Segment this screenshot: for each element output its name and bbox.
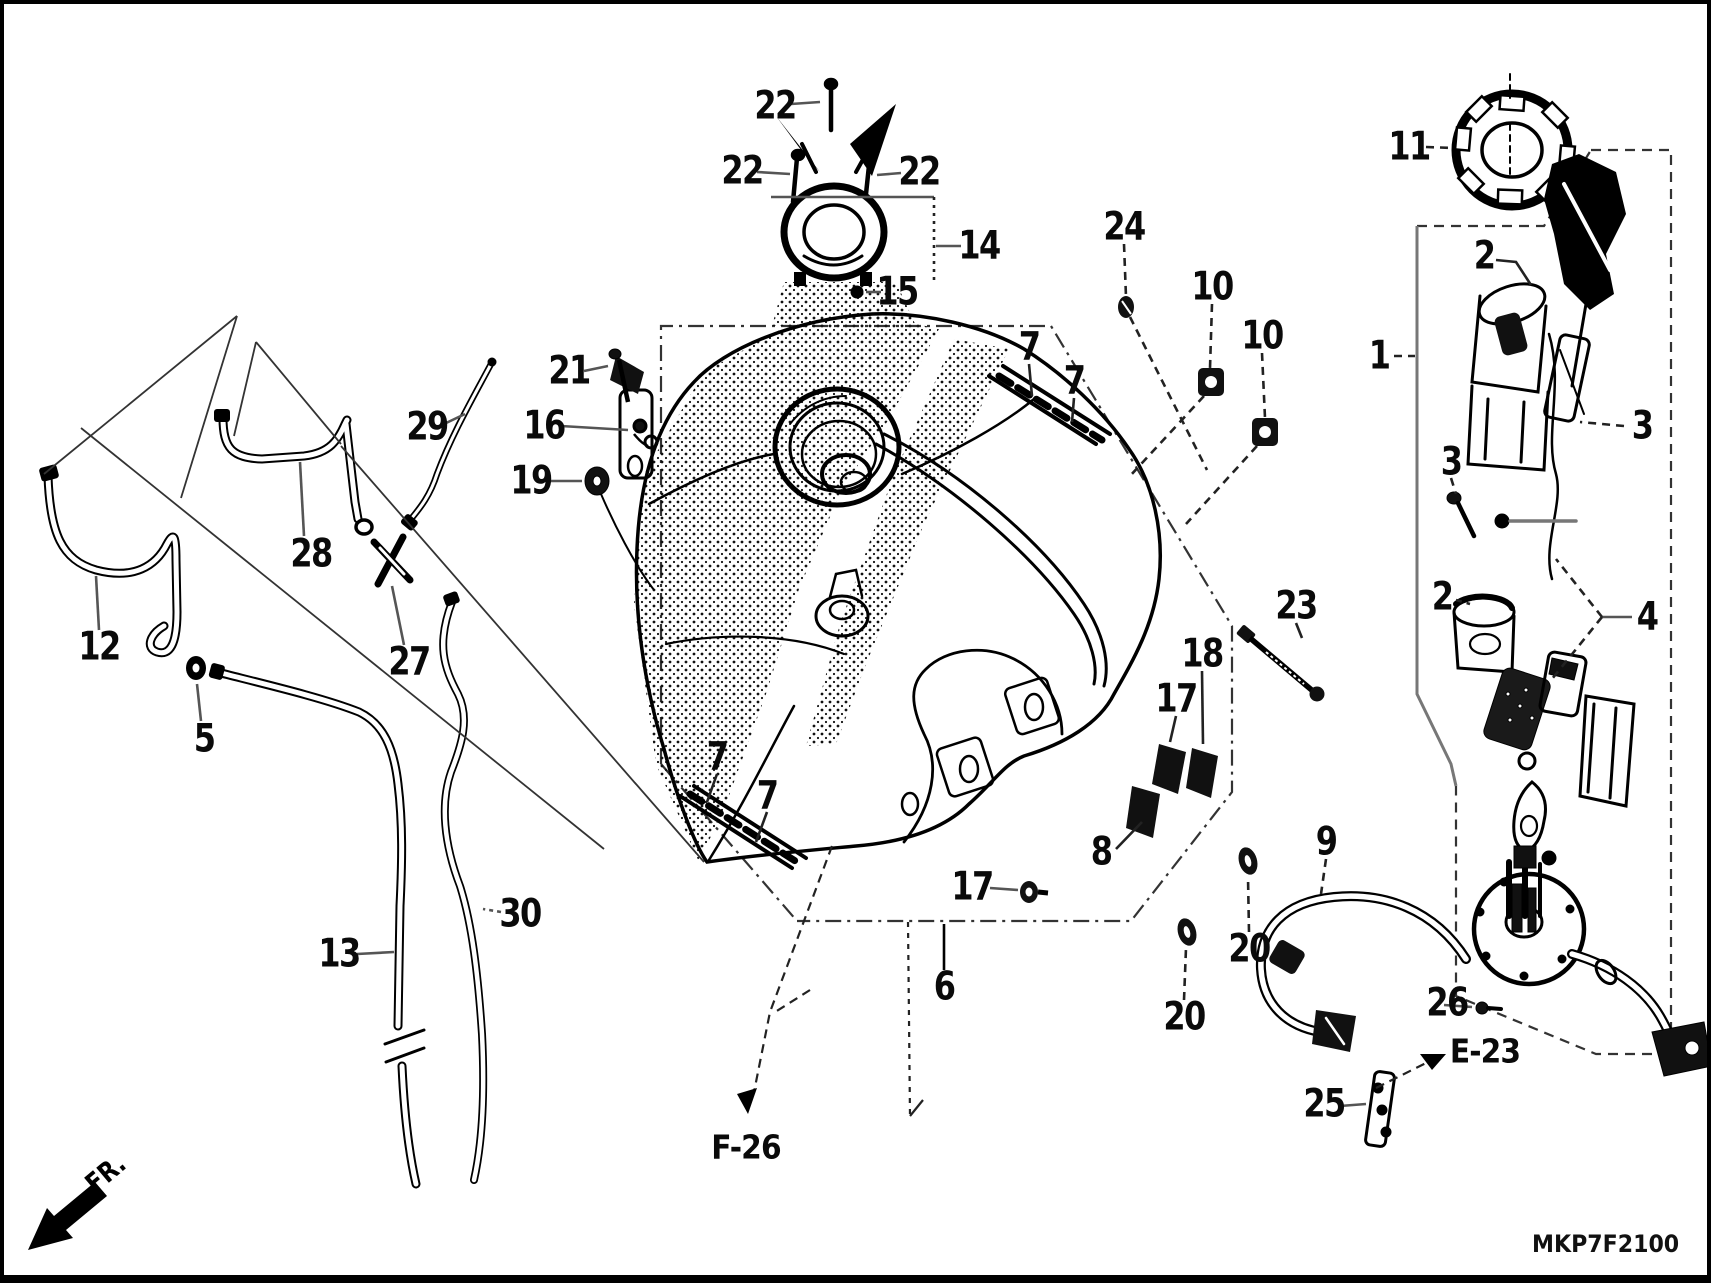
drawing-code: MKP7F2100 <box>1532 1230 1680 1258</box>
part-label-22-2: 22 <box>898 149 941 195</box>
part-label-16-11: 16 <box>523 403 566 449</box>
leader-lines <box>43 100 1632 1117</box>
hose-13 <box>208 663 426 1189</box>
part-label-19-12: 19 <box>510 458 553 504</box>
part-label-11-22: 11 <box>1388 124 1431 170</box>
fuel-feed-hose-9 <box>1177 847 1471 1052</box>
bolt-17b <box>1020 881 1049 903</box>
part-label-7-20: 7 <box>706 734 729 780</box>
part-label-17-31: 17 <box>1155 676 1198 722</box>
pump-wiring <box>1547 332 1560 581</box>
hose-28 <box>214 409 374 536</box>
left-hoses <box>39 357 497 1189</box>
pump-flange-plate <box>1471 845 1587 987</box>
joint-25 <box>1364 1070 1396 1148</box>
float-sender <box>1543 154 1626 423</box>
bolt-21 <box>608 348 631 403</box>
fuel-pump-assembly <box>1364 73 1707 1148</box>
part-label-18-30: 18 <box>1181 631 1224 677</box>
bolt-23 <box>1236 625 1325 702</box>
part-label-21-10: 21 <box>548 348 591 394</box>
part-label-7-8: 7 <box>1018 324 1041 370</box>
part-label-4-28: 4 <box>1636 594 1659 640</box>
part-label-23-29: 23 <box>1275 583 1318 629</box>
part-label-25-39: 25 <box>1303 1081 1346 1127</box>
pad-17a <box>1152 744 1186 794</box>
part-label-10-7: 10 <box>1241 313 1284 359</box>
part-label-9-37: 9 <box>1315 819 1338 865</box>
front-direction-arrow <box>28 1182 107 1250</box>
clip-10b <box>1252 418 1278 446</box>
part-label-3-25: 3 <box>1631 403 1654 449</box>
clip-16 <box>632 418 659 450</box>
part-label-13-18: 13 <box>318 931 361 977</box>
diagram-artwork <box>28 73 1707 1250</box>
part-label-29-13: 29 <box>406 404 449 450</box>
tank-left-fasteners <box>584 348 659 591</box>
hose-clamp-20b <box>1177 918 1197 946</box>
part-label-20-36: 20 <box>1163 994 1206 1040</box>
tank-rear-tabs <box>900 676 1061 817</box>
tank-pump-boss <box>814 568 870 638</box>
clip-10a <box>1198 368 1224 396</box>
pad-18 <box>1186 748 1218 798</box>
grommet-5 <box>186 656 206 680</box>
part-label-28-14: 28 <box>290 531 333 577</box>
tank-halftone-shading <box>634 282 1009 862</box>
joint-27 <box>370 533 414 588</box>
grommet-19 <box>584 466 655 591</box>
bolt-3b <box>1446 491 1477 539</box>
bolt-26 <box>1475 1001 1503 1015</box>
pad-8 <box>1126 786 1160 838</box>
tank-front-bracket <box>610 356 654 480</box>
filler-neck <box>772 386 902 508</box>
part-label-6-34: 6 <box>933 964 956 1010</box>
outlet-hose <box>1567 949 1707 1077</box>
part-label-27-16: 27 <box>388 639 431 685</box>
part-label-8-32: 8 <box>1090 829 1113 875</box>
tank-clips-pads <box>1020 296 1278 903</box>
part-label-15-4: 15 <box>876 269 919 315</box>
hose-clamp-20a <box>1238 847 1258 875</box>
mount-strips-7 <box>678 364 1112 870</box>
hose-30 <box>439 591 488 1184</box>
part-label-5-17: 5 <box>193 716 216 762</box>
part-label-26-38: 26 <box>1426 980 1469 1026</box>
part-label-17-33: 17 <box>951 864 994 910</box>
section-ref-f26-0: F-26 <box>711 1127 781 1167</box>
hose-12 <box>39 464 182 658</box>
part-label-1-24: 1 <box>1368 333 1391 379</box>
part-label-20-35: 20 <box>1228 926 1271 972</box>
part-label-14-3: 14 <box>958 223 1001 269</box>
pump-lower-body <box>1452 593 1516 674</box>
part-label-12-15: 12 <box>78 624 121 670</box>
filler-cap-assembly <box>776 77 896 299</box>
bolt-3-ball <box>1494 513 1510 529</box>
pump-boundary-box <box>1415 148 1673 1056</box>
strainer-screens <box>1483 650 1588 751</box>
part-label-2-27: 2 <box>1431 574 1454 620</box>
part-label-7-9: 7 <box>1063 358 1086 404</box>
part-label-22-1: 22 <box>721 148 764 194</box>
cap-screw <box>790 77 879 205</box>
section-ref-e23-1: E-23 <box>1449 1031 1521 1071</box>
cap-pin <box>850 285 864 299</box>
part-label-30-19: 30 <box>499 891 542 937</box>
part-label-24-5: 24 <box>1103 204 1146 250</box>
part-label-7-21: 7 <box>756 773 779 819</box>
part-label-22-0: 22 <box>754 83 797 129</box>
part-label-10-6: 10 <box>1191 264 1234 310</box>
part-label-2-23: 2 <box>1473 233 1496 279</box>
part-label-3-26: 3 <box>1440 439 1463 485</box>
valve-parts <box>1512 751 1557 866</box>
pump-upper-body <box>1466 282 1550 472</box>
pump-bracket <box>1578 694 1636 808</box>
